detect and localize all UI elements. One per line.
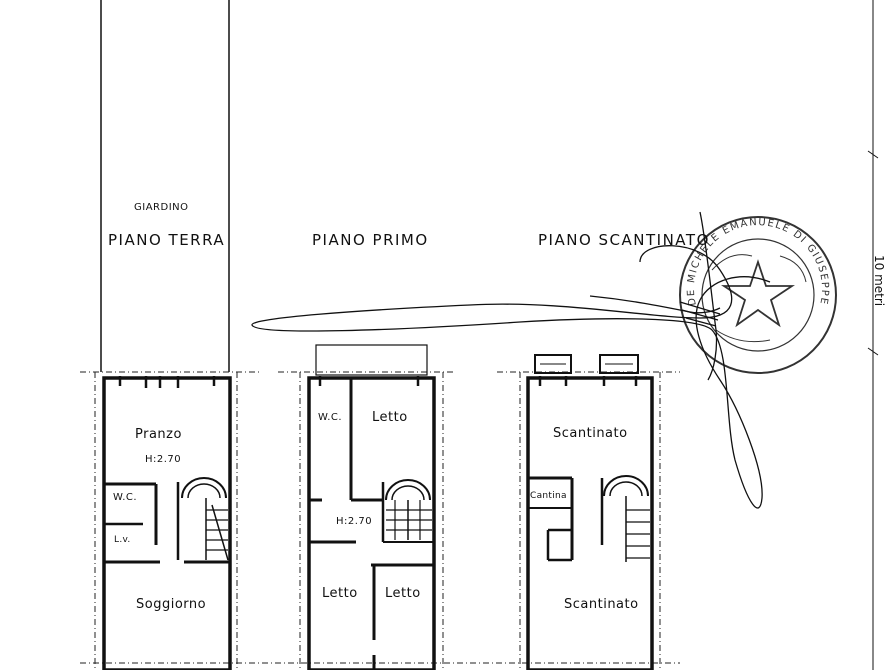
label-piano-primo: PIANO PRIMO (312, 231, 429, 249)
room-cantina: Cantina (530, 491, 567, 501)
room-wc-primo: W.C. (318, 412, 343, 423)
plan-piano-scantinato (526, 354, 654, 670)
plan-piano-terra (102, 376, 232, 670)
official-stamp (679, 216, 837, 374)
room-soggiorno: Soggiorno (136, 597, 207, 612)
height-terra: H:2.70 (145, 454, 182, 465)
height-primo: H:2.70 (336, 516, 373, 527)
room-scantinato-top: Scantinato (553, 426, 628, 441)
label-piano-terra: PIANO TERRA (108, 231, 226, 249)
garden-strip (100, 0, 230, 372)
signature-scribble (251, 211, 771, 509)
room-scantinato-bottom: Scantinato (564, 597, 639, 612)
scale-bar (867, 0, 879, 670)
room-lav-terra: L.v. (114, 535, 131, 545)
room-letto-top: Letto (372, 410, 408, 425)
room-pranzo: Pranzo (135, 427, 182, 442)
label-giardino: GIARDINO (134, 202, 189, 213)
label-piano-scantinato: PIANO SCANTINATO (538, 231, 710, 249)
label-scale: 10 metri (872, 255, 886, 307)
plan-piano-primo (307, 344, 436, 670)
boundary-lines (80, 371, 680, 670)
room-wc-terra: W.C. (113, 492, 138, 503)
room-letto-bottom-left: Letto (322, 586, 358, 601)
room-letto-bottom-right: Letto (385, 586, 421, 601)
